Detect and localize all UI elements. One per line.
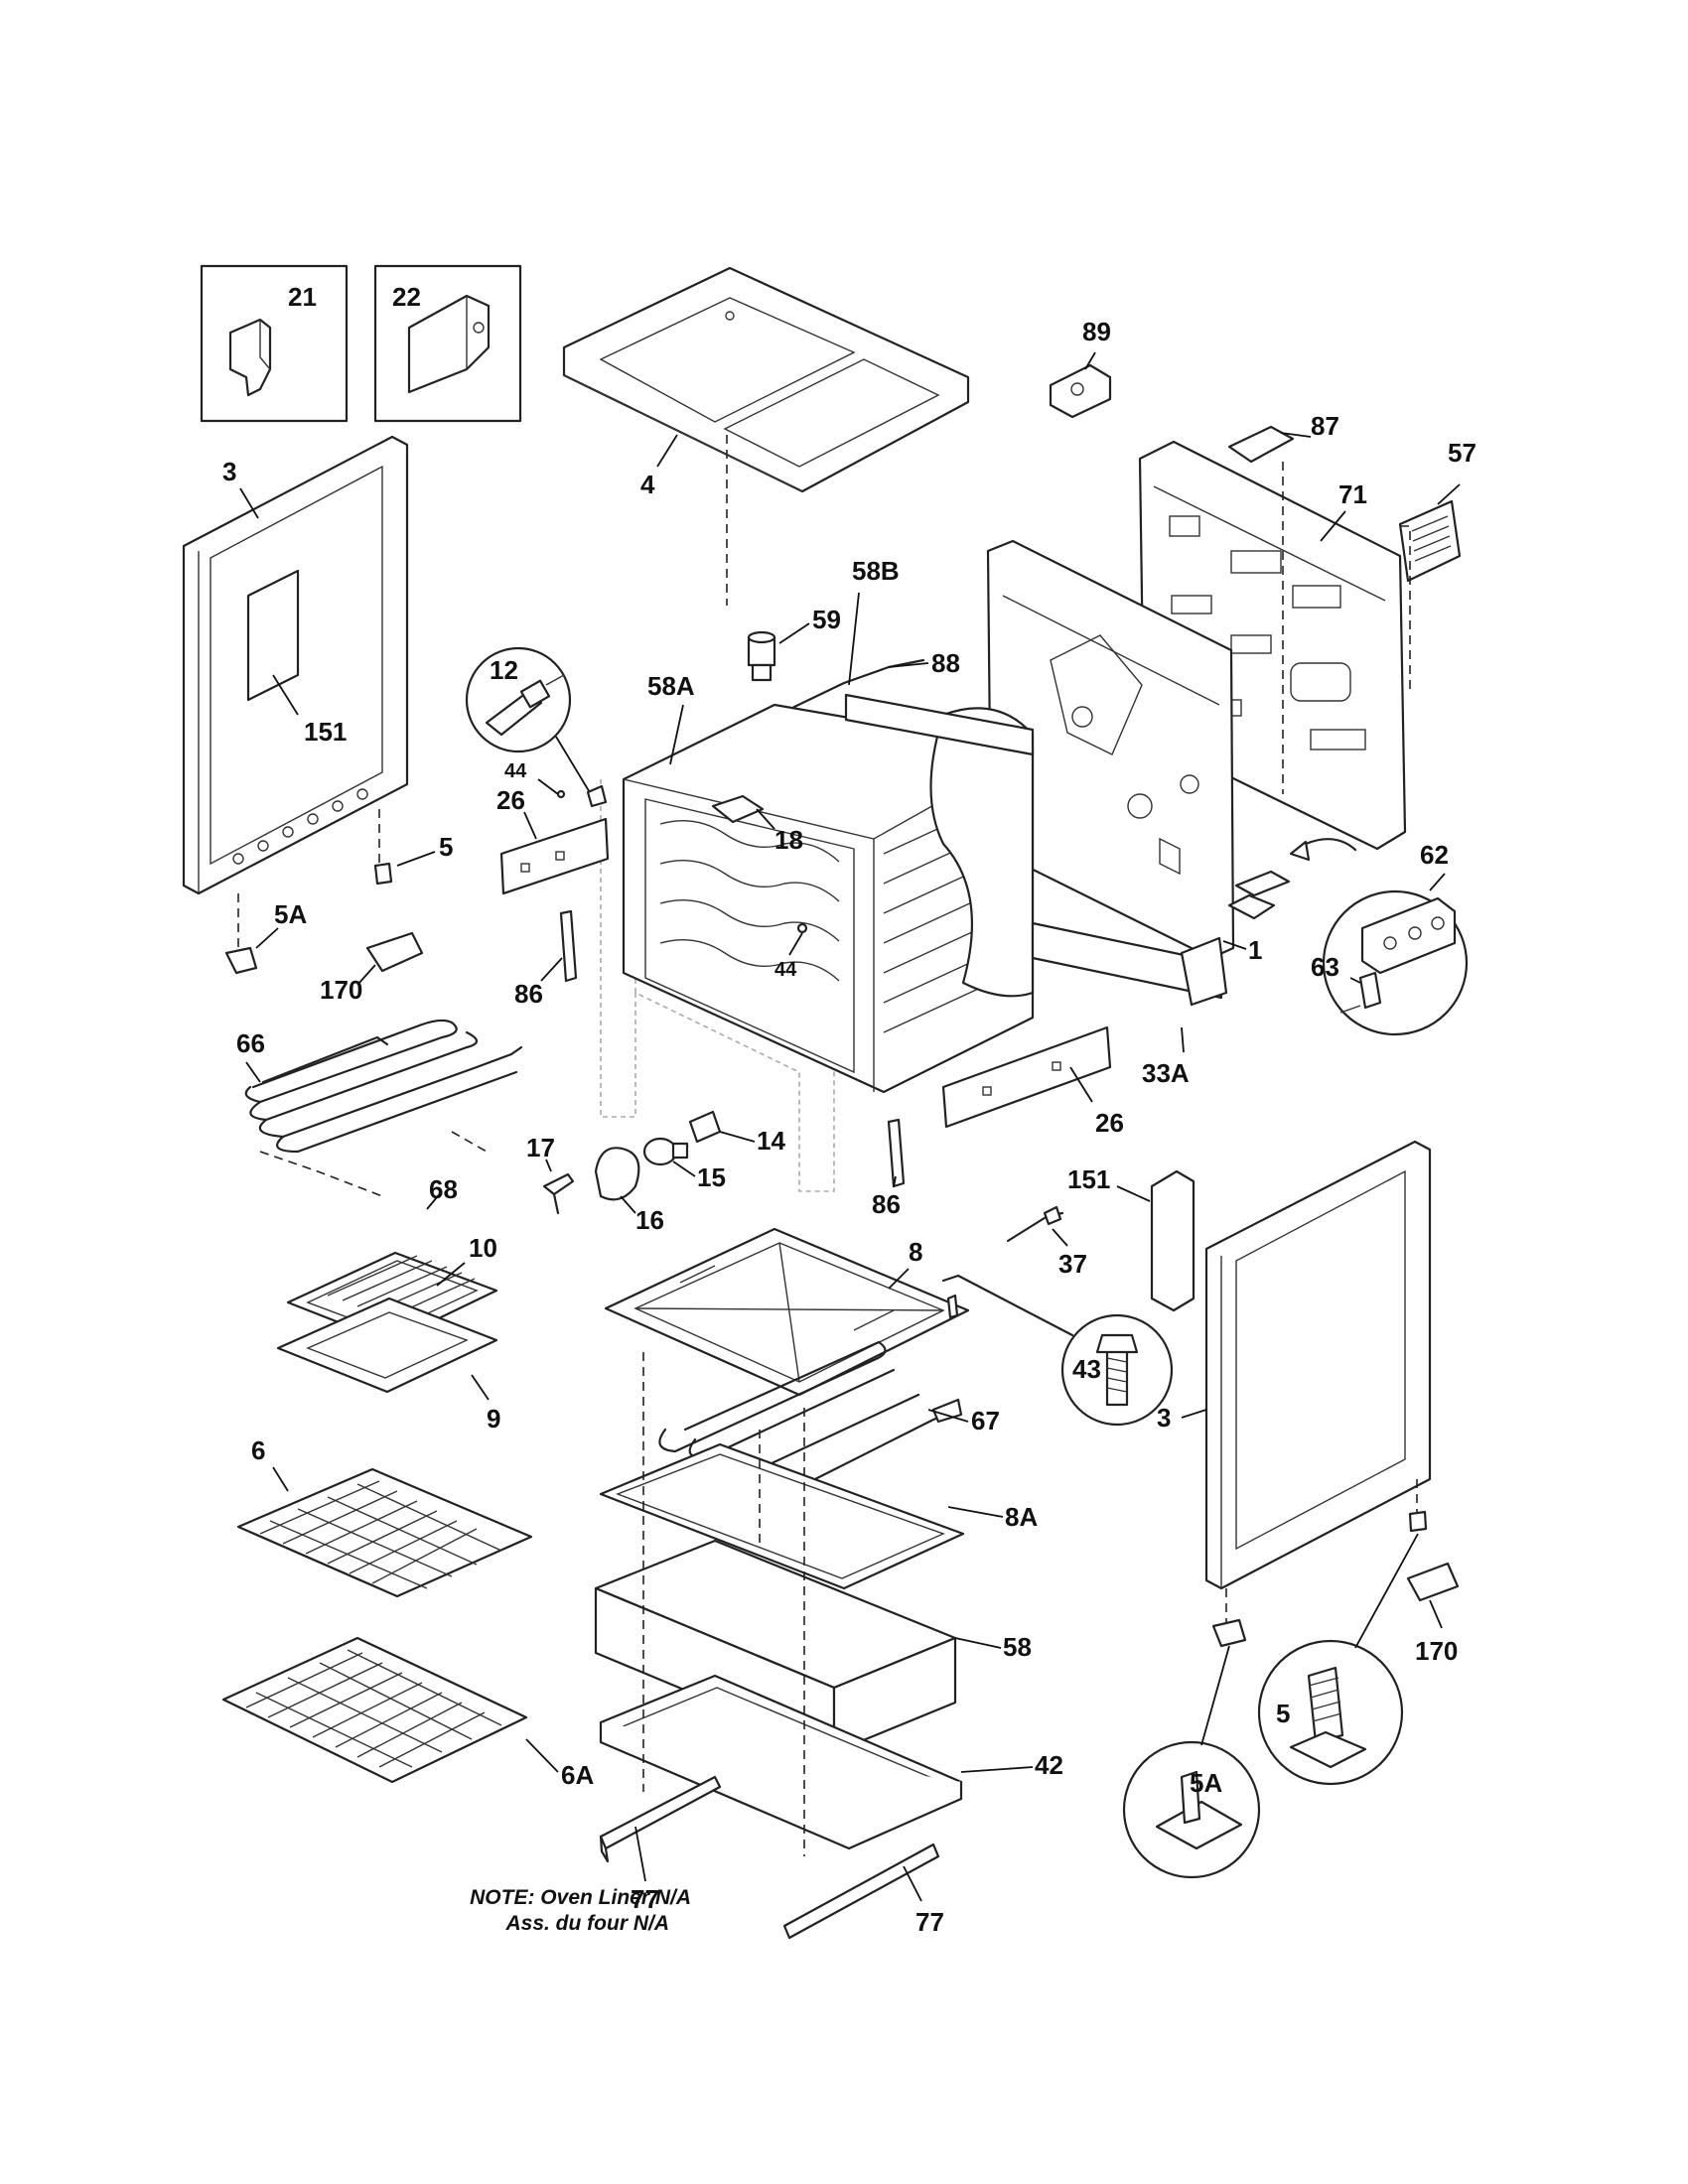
callout-68: 68 (429, 1174, 458, 1204)
callout-57: 57 (1448, 438, 1477, 468)
callout-15: 15 (697, 1162, 726, 1192)
part-leveling-leg-right: 170 5 5A (1122, 1479, 1460, 1879)
callout-58A: 58A (647, 671, 695, 701)
part-oven-bottom-8: 8 (604, 1227, 1074, 1397)
callout-44-top: 44 (504, 760, 527, 782)
callout-62: 62 (1420, 840, 1449, 870)
callout-89: 89 (1082, 317, 1111, 346)
inset-igniter-12: 12 44 (465, 646, 608, 808)
inset-box-22: 22 (373, 264, 522, 423)
callout-18: 18 (774, 825, 803, 855)
callout-37: 37 (1058, 1249, 1087, 1279)
callout-151-left: 151 (304, 717, 347, 747)
part-right-side-panel: 151 3 (1067, 1140, 1432, 1590)
callout-170-right: 170 (1415, 1636, 1458, 1666)
callout-59: 59 (812, 605, 841, 634)
part-screw-44-mid: 44 (774, 922, 808, 981)
part-bottom-pan-42: 42 (599, 1674, 1063, 1850)
part-bracket-18: 18 (711, 794, 803, 855)
part-thermostat-sensor-59: 59 (747, 605, 841, 682)
part-cover-87: 87 (1227, 411, 1339, 464)
part-side-rail-right: 26 (941, 1025, 1124, 1138)
callout-86-right: 86 (872, 1189, 901, 1219)
callout-87: 87 (1311, 411, 1339, 441)
callout-77-left: 77 (631, 1884, 659, 1914)
callout-67: 67 (971, 1406, 1000, 1435)
part-rear-rail-33A: 33A (1031, 921, 1228, 1088)
callout-1: 1 (1248, 935, 1262, 965)
callout-6A: 6A (561, 1760, 594, 1790)
callout-5A-left: 5A (274, 899, 307, 929)
part-drawer-slide-left: 77 (599, 1775, 722, 1914)
part-oven-rack-6: 6 (236, 1435, 533, 1598)
callout-3-right: 3 (1157, 1403, 1171, 1433)
part-top-panel: 4 (562, 266, 970, 499)
callout-12: 12 (490, 655, 518, 685)
callout-66: 66 (236, 1028, 265, 1058)
part-side-rail-left: 26 (496, 785, 610, 895)
callout-16: 16 (635, 1205, 664, 1235)
callout-4: 4 (640, 470, 655, 499)
part-wire-88: 88 58B (751, 556, 960, 742)
part-bake-element-66: 66 68 (236, 1019, 523, 1210)
inset-box-21: 21 (200, 264, 349, 423)
callout-26-right: 26 (1095, 1108, 1124, 1138)
part-vent-57: 57 (1398, 438, 1477, 583)
callout-88: 88 (931, 648, 960, 678)
note-line-1: NOTE: Oven Liner N/A (470, 1886, 691, 1909)
part-left-side-panel: 3 151 (182, 435, 409, 895)
callout-3-left: 3 (222, 457, 236, 486)
part-oven-rack-6A: 6A (221, 1636, 594, 1790)
callout-86-left: 86 (514, 979, 543, 1009)
callout-44-mid: 44 (774, 959, 797, 981)
part-bracket-89: 89 (1049, 317, 1112, 419)
callout-151-right: 151 (1067, 1164, 1110, 1194)
callout-42: 42 (1035, 1750, 1063, 1780)
part-leveling-leg-left: 5 5A 170 (224, 809, 453, 1005)
part-clip-86-left: 86 (514, 909, 578, 1009)
callout-33A: 33A (1142, 1058, 1190, 1088)
callout-17: 17 (526, 1133, 555, 1162)
callout-14: 14 (757, 1126, 785, 1156)
callout-8A: 8A (1005, 1502, 1038, 1532)
callout-58: 58 (1003, 1632, 1032, 1662)
callout-43: 43 (1072, 1354, 1101, 1384)
part-clip-86-right: 86 (872, 1118, 906, 1219)
callout-6: 6 (251, 1435, 265, 1465)
part-wire-37: 37 (1006, 1205, 1087, 1279)
inset-screw-43: 43 (946, 1294, 1174, 1427)
callout-5-left: 5 (439, 832, 453, 862)
callout-10: 10 (469, 1233, 497, 1263)
callout-71: 71 (1338, 479, 1367, 509)
callout-8: 8 (909, 1237, 922, 1267)
part-light-assembly: 14 15 16 17 (526, 1110, 785, 1235)
callout-5A-right: 5A (1190, 1768, 1222, 1798)
callout-26-left: 26 (496, 785, 525, 815)
callout-58B: 58B (852, 556, 900, 586)
callout-170-left: 170 (320, 975, 362, 1005)
inset-terminal-block-62: 62 63 (1234, 838, 1469, 1036)
callout-5-right: 5 (1276, 1699, 1290, 1728)
part-broiler-pan: 10 9 (276, 1233, 500, 1433)
callout-22: 22 (392, 282, 421, 312)
callout-77-right: 77 (915, 1907, 944, 1937)
callout-21: 21 (288, 282, 317, 312)
part-heat-deflector-8A: 8A (599, 1442, 1038, 1590)
callout-63: 63 (1311, 952, 1339, 982)
part-back-frame-1: 1 (986, 539, 1276, 965)
part-drawer-slide-right: 77 (782, 1843, 944, 1940)
callout-9: 9 (487, 1404, 500, 1433)
note-line-2: Ass. du four N/A (505, 1912, 669, 1935)
